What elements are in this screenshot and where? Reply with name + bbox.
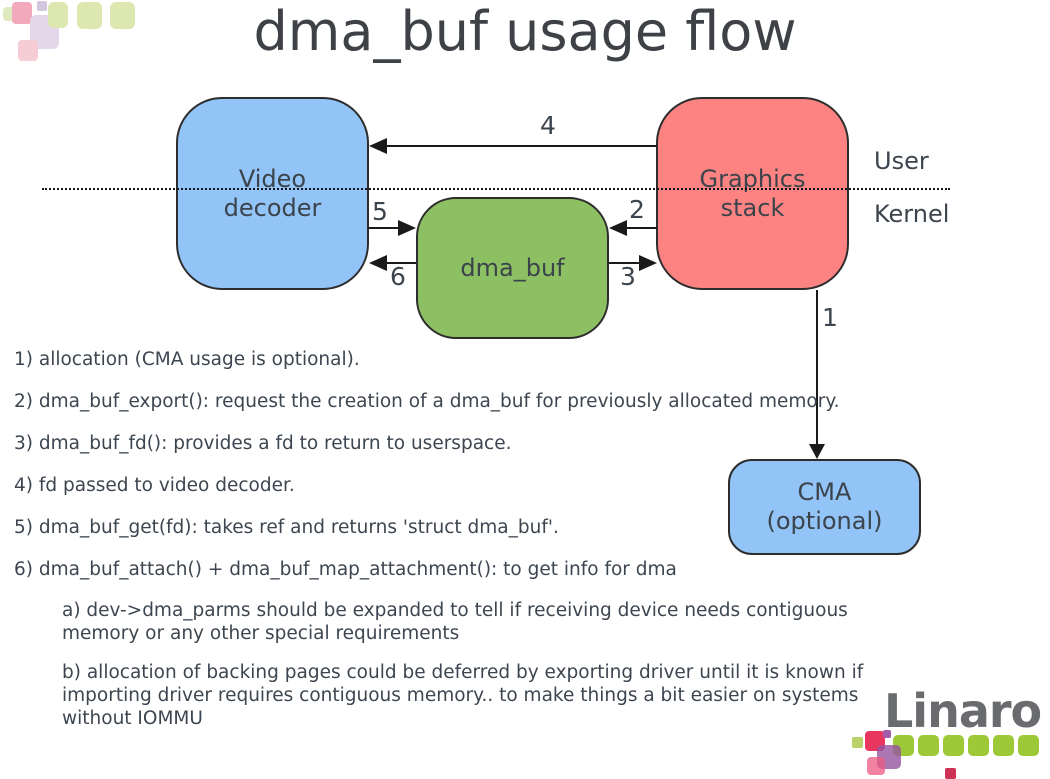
cma-label-line2: (optional) xyxy=(766,507,883,535)
logo-square xyxy=(883,730,891,738)
logo-square xyxy=(993,735,1014,756)
step-5-text: 5) dma_buf_get(fd): takes ref and return… xyxy=(14,517,559,538)
substep-b-line3: without IOMMU xyxy=(62,708,203,729)
video-decoder-label-line1: Video xyxy=(238,164,307,193)
arrow-2-label: 2 xyxy=(629,195,645,224)
step-3-text: 3) dma_buf_fd(): provides a fd to return… xyxy=(14,433,512,454)
substep-b-text: b) allocation of backing pages could be … xyxy=(62,661,962,730)
arrow-3-head-icon xyxy=(639,255,657,271)
cma-box: CMA (optional) xyxy=(728,459,921,555)
arrow-4-label: 4 xyxy=(540,111,556,140)
arrow-5-label: 5 xyxy=(372,197,388,226)
user-space-label: User xyxy=(874,147,929,175)
arrow-1-label: 1 xyxy=(822,303,838,332)
graphics-stack-box: Graphics stack xyxy=(656,97,849,290)
step-1-text: 1) allocation (CMA usage is optional). xyxy=(14,349,360,370)
kernel-space-label: Kernel xyxy=(874,200,950,228)
logo-square xyxy=(37,1,47,11)
arrow-2-head-icon xyxy=(609,220,627,236)
substep-a-text: a) dev->dma_parms should be expanded to … xyxy=(62,599,962,645)
dma-buf-box: dma_buf xyxy=(416,197,609,339)
logo-square xyxy=(1018,735,1039,756)
arrow-4-line xyxy=(385,145,657,147)
logo-square xyxy=(77,2,102,29)
logo-square xyxy=(968,735,989,756)
arrow-5-line xyxy=(369,227,402,229)
cma-label-line1: CMA xyxy=(797,478,852,506)
arrow-4-head-icon xyxy=(369,138,387,154)
page-title: dma_buf usage flow xyxy=(253,0,797,63)
substep-a-line2: memory or any other special requirements xyxy=(62,623,460,644)
user-kernel-divider-line xyxy=(42,188,950,190)
arrow-5-head-icon xyxy=(398,220,416,236)
video-decoder-box: Video decoder xyxy=(176,97,369,290)
step-4-text: 4) fd passed to video decoder. xyxy=(14,475,295,496)
logo-square xyxy=(18,40,38,61)
arrow-3-line xyxy=(609,262,642,264)
arrow-6-label: 6 xyxy=(390,262,406,291)
logo-square xyxy=(918,735,939,756)
logo-square xyxy=(48,2,68,28)
logo-square xyxy=(943,735,964,756)
logo-square xyxy=(852,737,863,748)
graphics-stack-label-line2: stack xyxy=(720,193,785,222)
arrow-6-head-icon xyxy=(369,255,387,271)
arrow-3-label: 3 xyxy=(620,262,636,291)
arrow-1-line xyxy=(816,290,818,446)
substep-a-line1: a) dev->dma_parms should be expanded to … xyxy=(62,600,848,621)
logo-square xyxy=(945,768,956,779)
arrow-1-head-icon xyxy=(809,444,825,459)
step-6-text: 6) dma_buf_attach() + dma_buf_map_attach… xyxy=(14,559,677,580)
logo-square xyxy=(110,2,135,29)
step-2-text: 2) dma_buf_export(): request the creatio… xyxy=(14,391,840,412)
arrow-2-line xyxy=(624,227,657,229)
substep-b-line1: b) allocation of backing pages could be … xyxy=(62,662,864,683)
logo-square xyxy=(867,757,885,775)
logo-square xyxy=(12,2,32,24)
substep-b-line2: importing driver requires contiguous mem… xyxy=(62,685,859,706)
linaro-wordmark: Linaro xyxy=(884,684,1042,738)
arrow-6-line xyxy=(385,262,416,264)
dma-buf-label: dma_buf xyxy=(460,253,565,282)
video-decoder-label-line2: decoder xyxy=(223,193,322,222)
graphics-stack-label-line1: Graphics xyxy=(699,164,806,193)
